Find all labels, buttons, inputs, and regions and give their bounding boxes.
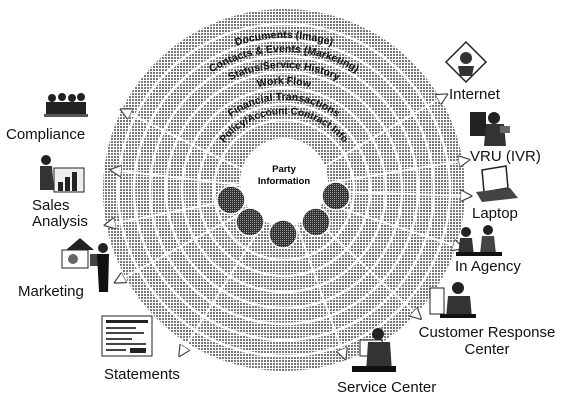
orbit-node xyxy=(268,219,298,249)
in-agency-icon xyxy=(456,225,502,256)
statements-label: Statements xyxy=(104,366,180,383)
marketing-label: Marketing xyxy=(18,283,84,300)
sales-analysis-icon xyxy=(40,155,85,193)
orbit-node xyxy=(216,185,246,215)
orbit-node xyxy=(301,207,331,237)
party-hub: Party Information xyxy=(240,138,328,226)
internet-label: Internet xyxy=(449,86,500,103)
orbit-nodes xyxy=(216,181,351,249)
compliance-icon xyxy=(44,93,88,117)
ring-label-work-flow: Work Flow xyxy=(256,75,313,90)
in-agency-label: In Agency xyxy=(455,258,521,275)
service-center-icon xyxy=(352,328,396,372)
customer-response-line1: Customer Response xyxy=(418,324,556,341)
hub-subtitle: Information xyxy=(258,176,310,187)
customer-response-line2: Center xyxy=(464,341,510,358)
sales-label-line2: Analysis xyxy=(32,213,88,230)
internet-icon xyxy=(444,40,488,84)
vru-icon xyxy=(470,112,510,146)
orbit-node xyxy=(321,181,351,211)
customer-response-icon xyxy=(429,282,476,318)
sales-label-line1: Sales xyxy=(32,197,70,214)
compliance-label: Compliance xyxy=(6,126,86,143)
statements-icon xyxy=(101,315,153,357)
vru-label: VRU (IVR) xyxy=(470,148,541,165)
marketing-icon xyxy=(61,238,109,292)
sales-analysis-label: Sales Analysis xyxy=(32,198,88,230)
laptop-icon xyxy=(476,165,518,202)
service-center-label: Service Center xyxy=(337,379,437,396)
orbit-node xyxy=(235,207,265,237)
customer-response-label: Customer Response Center xyxy=(406,324,568,358)
laptop-label: Laptop xyxy=(472,205,518,222)
hub-title: Party xyxy=(272,164,296,175)
